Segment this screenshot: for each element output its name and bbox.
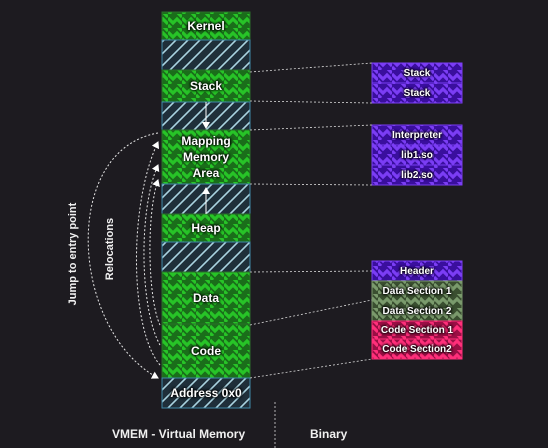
binary-data-section-1 xyxy=(371,280,463,302)
map-line-mapping-top xyxy=(249,124,373,131)
relocations-label: Relocations xyxy=(104,217,116,281)
map-line-stack-top xyxy=(249,62,373,73)
binary-stack-1 xyxy=(371,62,463,84)
vmem-block-code xyxy=(161,323,251,379)
map-line-stack-bottom xyxy=(249,100,373,104)
vmem-block-gap-1 xyxy=(161,39,251,71)
vmem-block-mapping xyxy=(161,129,251,185)
vmem-block-data xyxy=(161,271,251,325)
map-line-header xyxy=(249,270,373,273)
binary-header xyxy=(371,260,463,282)
map-line-data xyxy=(249,299,373,326)
binary-interpreter xyxy=(371,124,463,146)
vmem-caption: VMEM - Virtual Memory xyxy=(112,427,246,441)
relocation-arrows xyxy=(136,141,161,366)
binary-stack-2 xyxy=(371,82,463,104)
binary-caption: Binary xyxy=(310,427,348,441)
binary-code-section-1 xyxy=(371,320,463,340)
map-line-code xyxy=(249,358,373,379)
jump-entry-label: Jump to entry point xyxy=(67,202,79,306)
binary-data-section-2 xyxy=(371,300,463,322)
binary-column xyxy=(371,62,463,360)
vmem-block-stack xyxy=(161,69,251,103)
binary-lib1 xyxy=(371,144,463,166)
mapping-lines xyxy=(249,62,373,379)
relocation-curve-3 xyxy=(149,179,161,326)
binary-code-section-2 xyxy=(371,338,463,360)
jump-entry-curve xyxy=(87,132,159,379)
vmem-block-kernel xyxy=(161,11,251,41)
relocation-curve-2 xyxy=(143,164,161,346)
binary-lib2 xyxy=(371,164,463,186)
vmem-block-heap xyxy=(161,213,251,243)
relocation-curve-1 xyxy=(136,141,161,366)
vmem-block-address xyxy=(161,377,251,409)
vmem-block-gap-4 xyxy=(161,241,251,273)
map-line-mapping-bottom xyxy=(249,183,373,186)
